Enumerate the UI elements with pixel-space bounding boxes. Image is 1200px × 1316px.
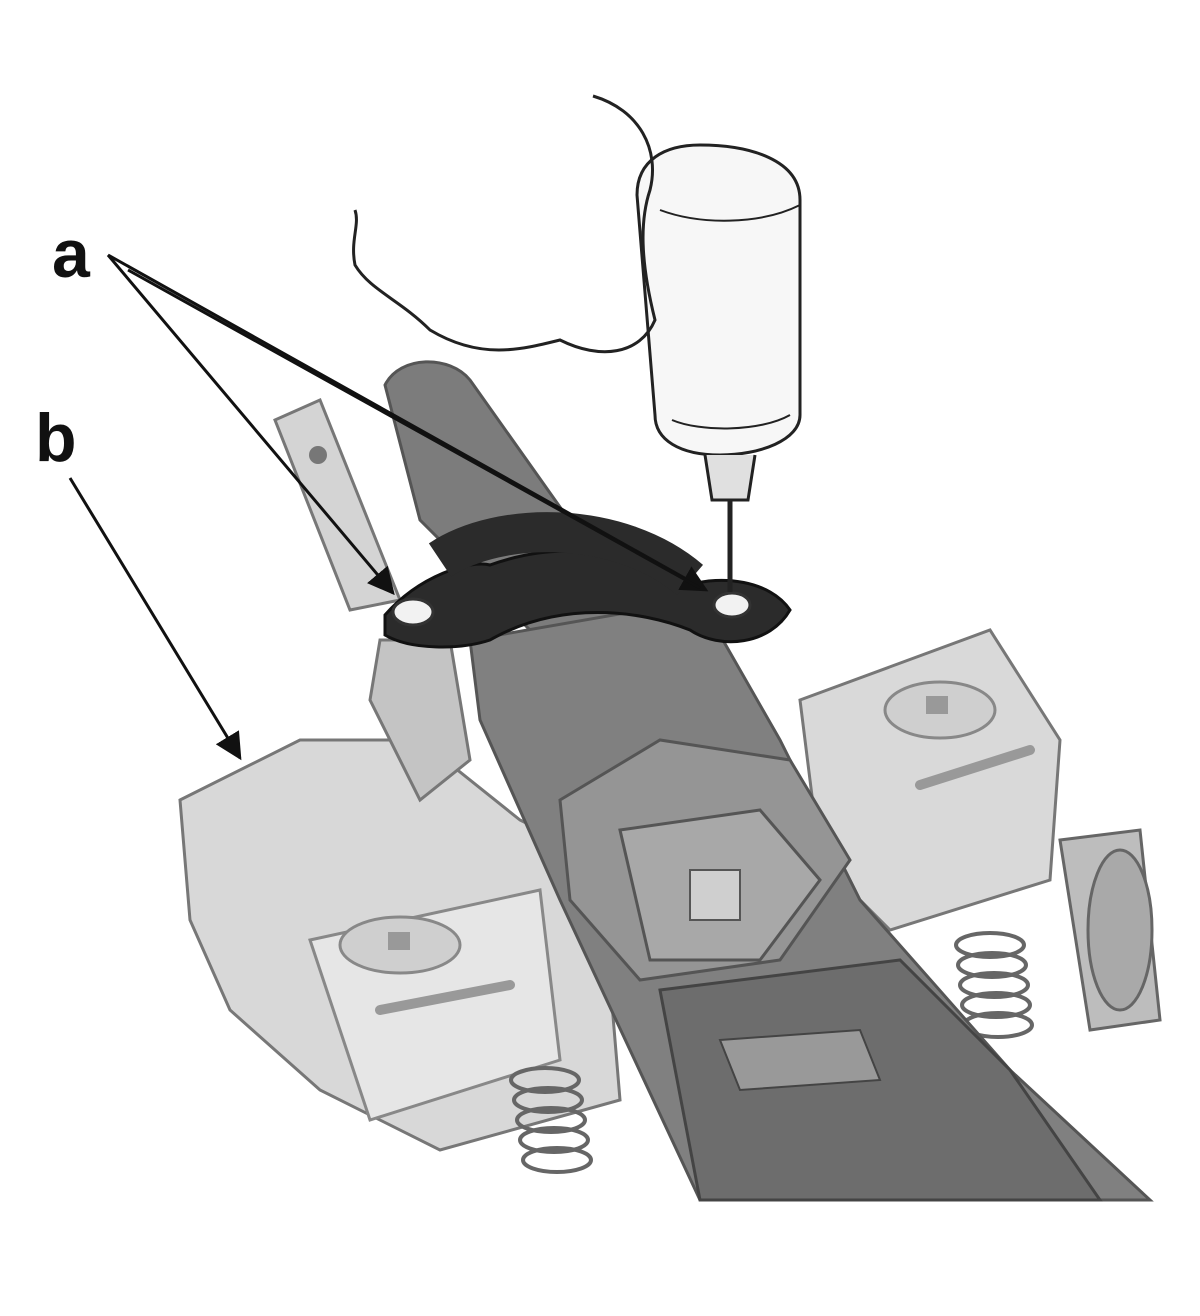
callout-leaders — [68, 253, 709, 761]
column-clamp — [383, 512, 792, 649]
leader-a-left — [106, 254, 395, 596]
callout-label-b: b — [35, 400, 77, 476]
leader-a-right-1 — [107, 253, 709, 592]
leader-b — [68, 477, 242, 761]
lower-bracket-assembly — [178, 628, 1162, 1152]
leader-a-right-2 — [127, 268, 701, 590]
bolt-icon — [391, 591, 752, 627]
hand-icon — [352, 94, 657, 354]
bracket-arm — [273, 397, 472, 803]
drill-icon — [635, 143, 802, 592]
callout-label-a: a — [52, 216, 91, 292]
